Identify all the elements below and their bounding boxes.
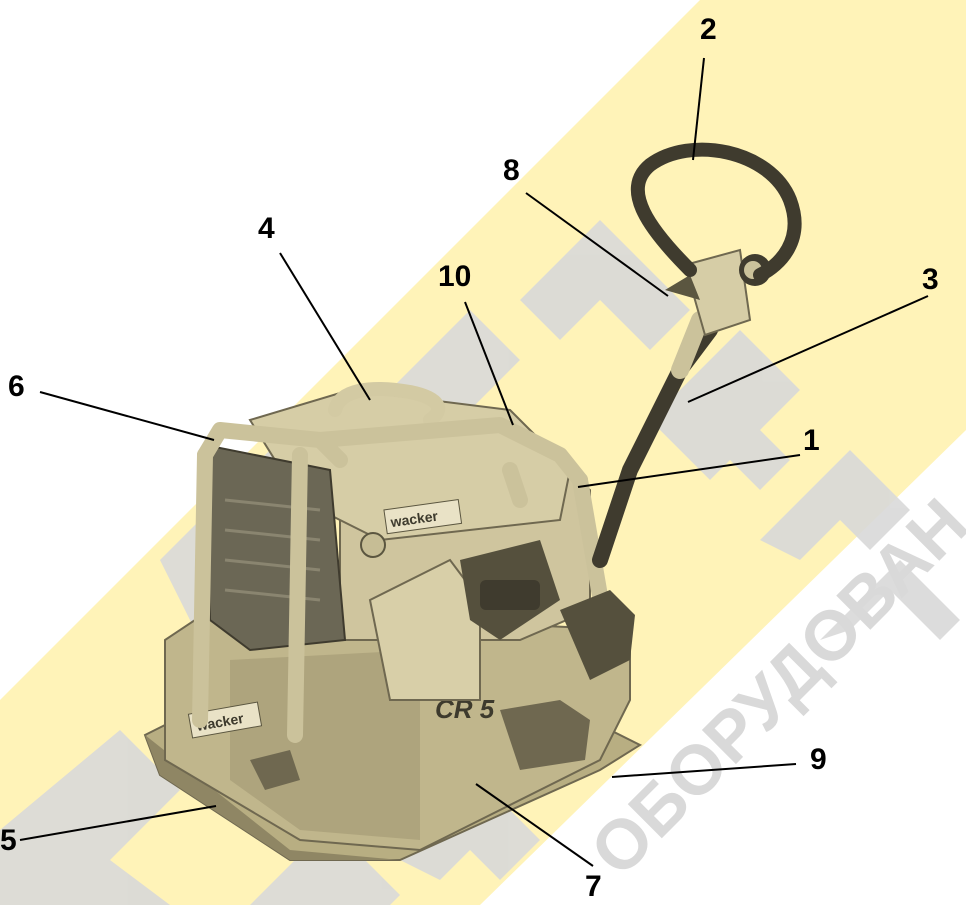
- operator-bail: [630, 142, 802, 282]
- guide-handle-upper: [671, 311, 709, 379]
- leader-line-7: [475, 783, 594, 867]
- front-mount-block: [250, 750, 300, 790]
- lower-housing-shadow: [230, 650, 420, 840]
- guard-panel: [203, 443, 347, 652]
- leader-line-8: [525, 192, 669, 297]
- fuel-cap: [360, 532, 386, 558]
- base-plate-lip: [145, 735, 400, 860]
- lifting-handle: [328, 382, 446, 427]
- throttle-lever: [665, 275, 700, 300]
- top-brand-text: wacker: [389, 508, 440, 531]
- callout-label-9: 9: [810, 743, 827, 776]
- control-box: [683, 248, 752, 337]
- leader-line-10: [464, 301, 514, 426]
- leader-line-1: [577, 454, 801, 488]
- leader-line-2: [692, 57, 705, 161]
- vibration-mount: [500, 700, 590, 770]
- protective-frame: [192, 417, 613, 743]
- callout-label-10: 10: [438, 260, 472, 293]
- callout-label-7: 7: [585, 870, 602, 903]
- leader-line-6: [39, 391, 215, 441]
- callout-label-8: 8: [503, 154, 520, 187]
- callout-label-6: 6: [8, 370, 25, 403]
- leader-lines: [19, 57, 929, 867]
- callout-label-4: 4: [258, 212, 275, 245]
- callout-label-1: 1: [803, 424, 820, 457]
- handle-lower-mount: [560, 590, 635, 680]
- callout-label-3: 3: [922, 263, 939, 296]
- top-brand-plate: [383, 498, 463, 535]
- leader-line-9: [611, 763, 797, 778]
- callout-label-5: 5: [0, 824, 17, 857]
- machine: wacker CR 5 wacker: [143, 142, 802, 861]
- exhaust: [480, 580, 540, 610]
- recoil-starter-cover: [368, 558, 481, 701]
- leader-line-4: [279, 252, 371, 401]
- callout-label-2: 2: [700, 13, 717, 46]
- leader-line-5: [19, 805, 217, 841]
- leader-line-3: [687, 295, 929, 403]
